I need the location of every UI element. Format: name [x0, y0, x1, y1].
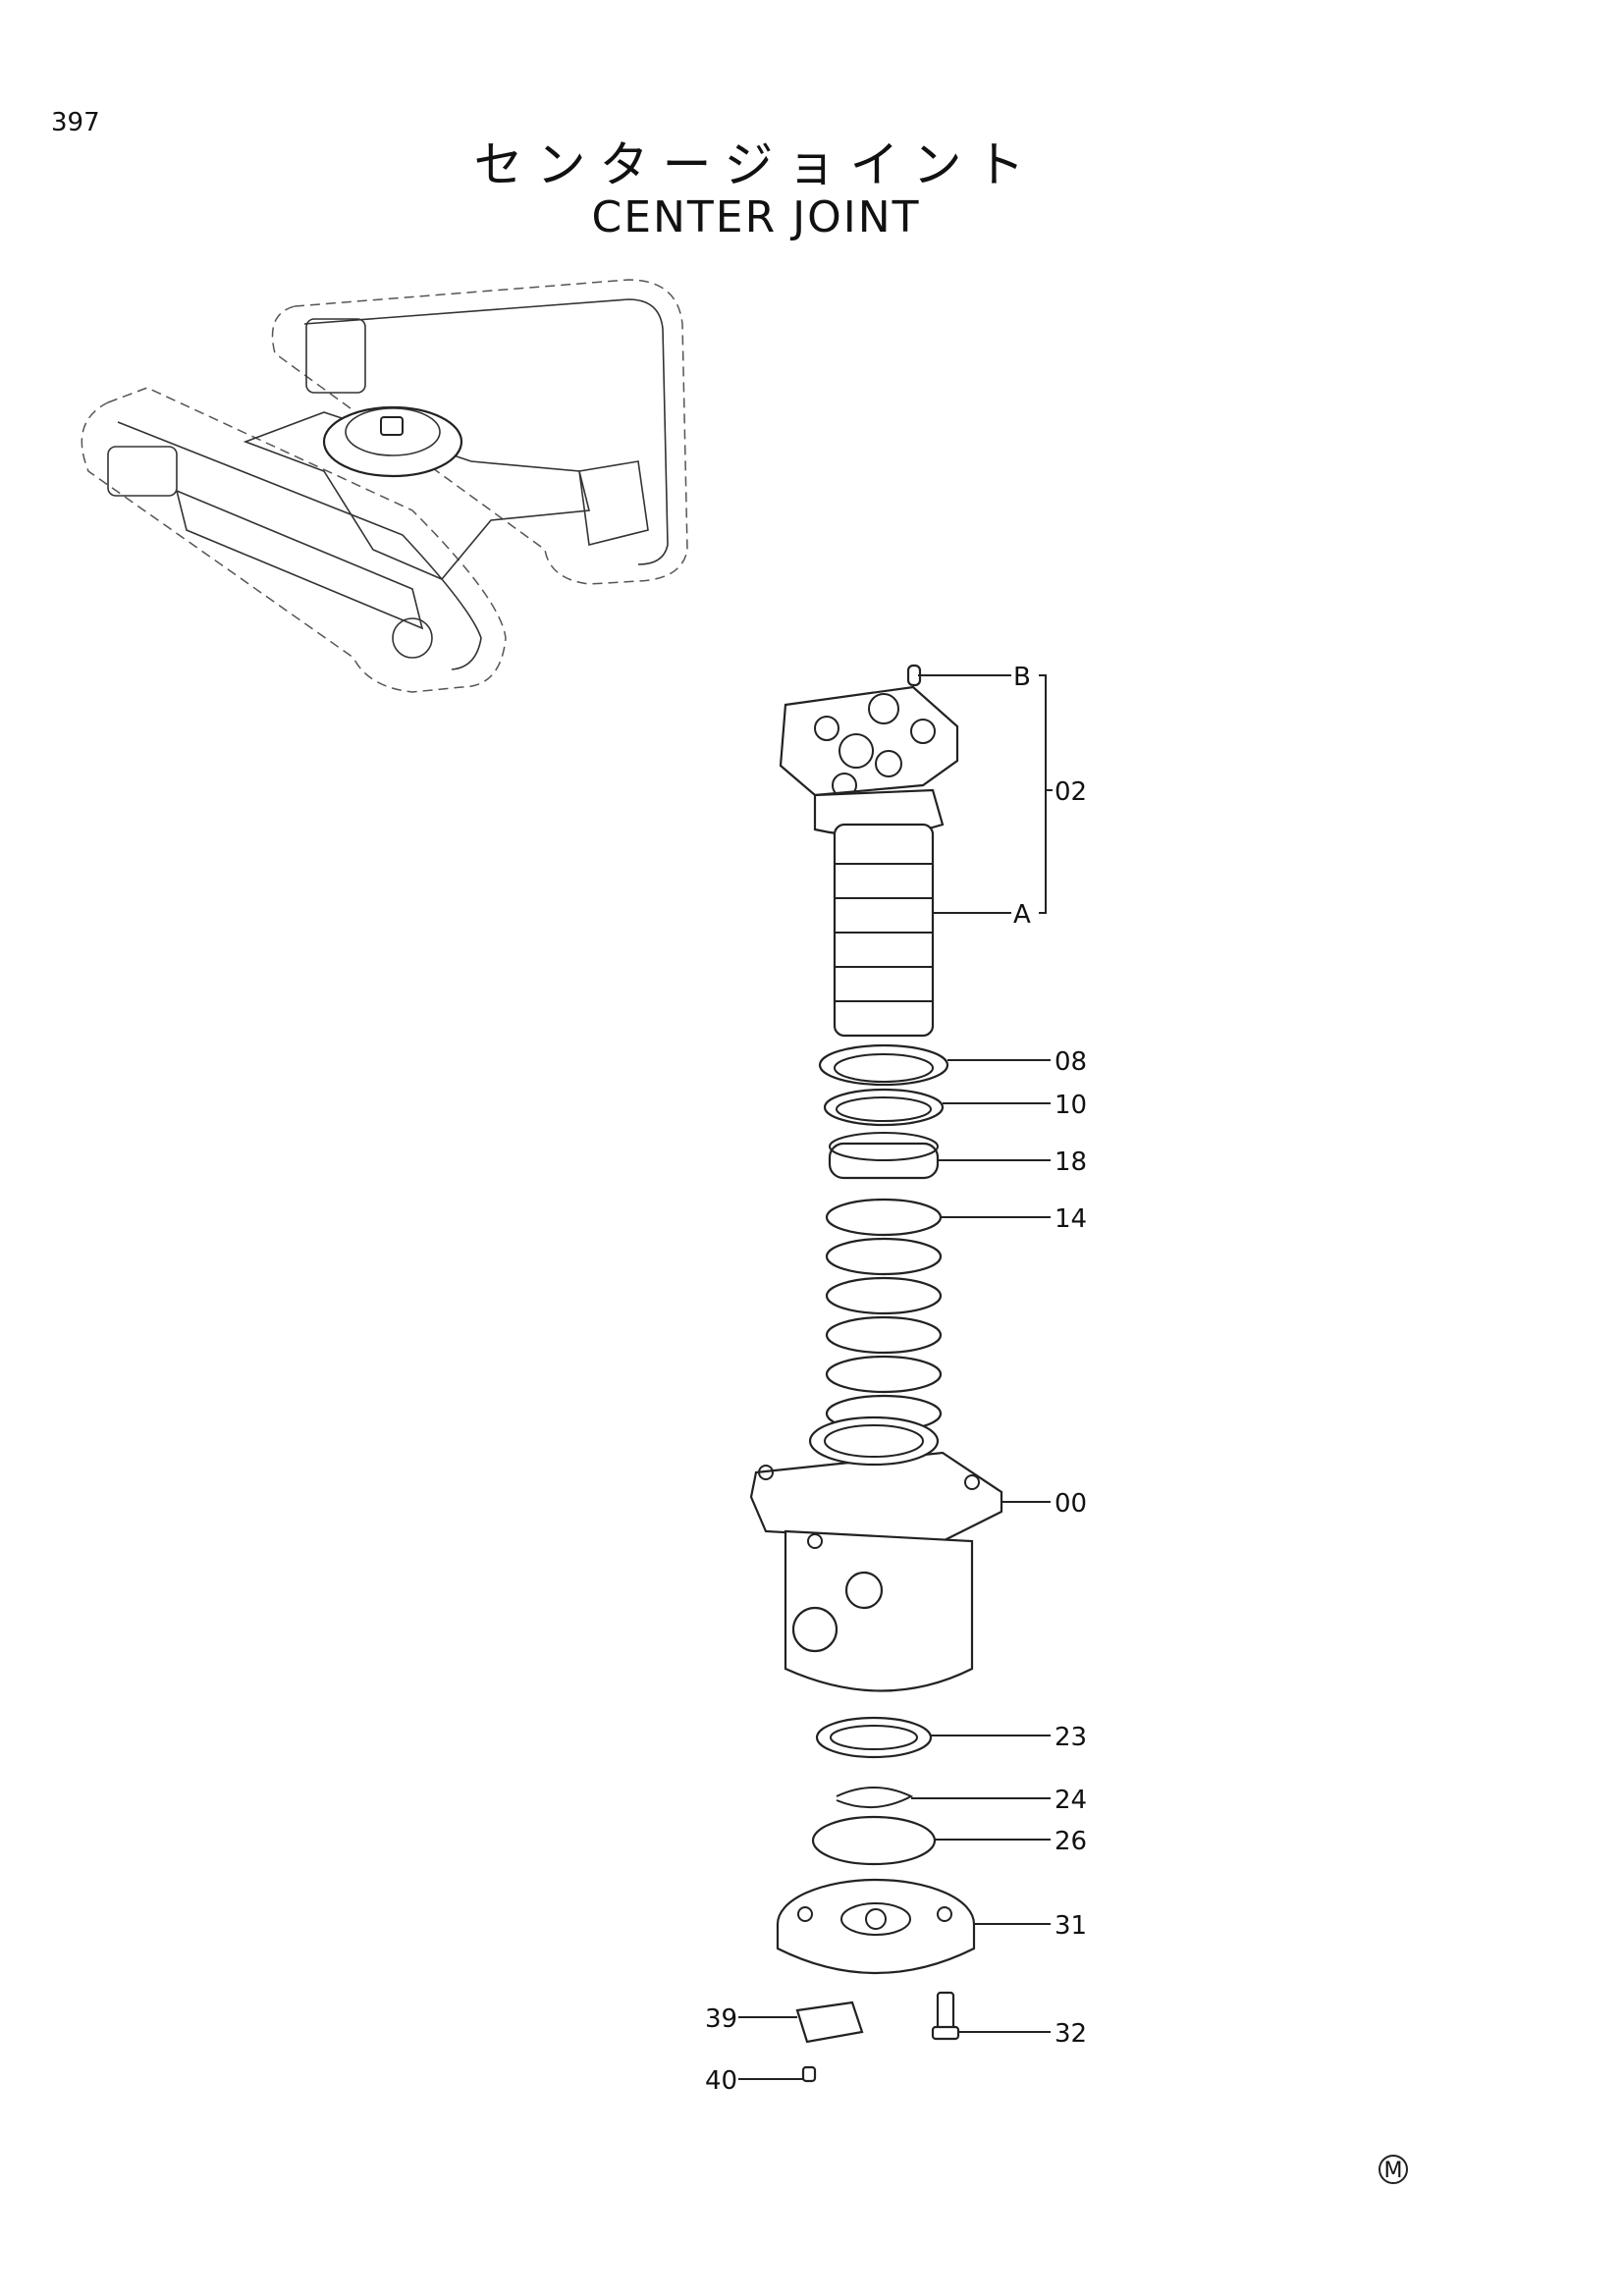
callout-39: 39: [705, 2004, 737, 2034]
callout-14: 14: [1055, 1204, 1087, 1234]
part-02-shaft: [779, 664, 959, 1038]
callout-08: 08: [1055, 1047, 1087, 1077]
callout-24: 24: [1055, 1786, 1087, 1815]
callout-B: B: [1013, 663, 1031, 692]
lower-cover: [776, 1878, 976, 2083]
seal-rings: [818, 1043, 949, 1433]
callout-A: A: [1013, 900, 1031, 930]
title-english: CENTER JOINT: [591, 192, 921, 242]
leader-lines: [738, 674, 1053, 2080]
callout-00: 00: [1055, 1489, 1087, 1519]
undercarriage-overview: [81, 279, 688, 693]
callout-18: 18: [1055, 1148, 1087, 1177]
callout-23: 23: [1055, 1723, 1087, 1752]
circled-m-mark: M: [1379, 2155, 1408, 2184]
part-00-body: [749, 1415, 1003, 1692]
mark-letter: M: [1384, 2159, 1403, 2183]
callout-31: 31: [1055, 1911, 1087, 1941]
callout-40: 40: [705, 2066, 737, 2096]
page-number: 397: [51, 108, 100, 137]
lower-rings: [811, 1716, 937, 1866]
callout-32: 32: [1055, 2019, 1087, 2049]
callout-10: 10: [1055, 1091, 1087, 1120]
callout-26: 26: [1055, 1827, 1087, 1856]
callout-02: 02: [1055, 777, 1087, 807]
title-japanese: センタージョイント: [473, 136, 1039, 193]
